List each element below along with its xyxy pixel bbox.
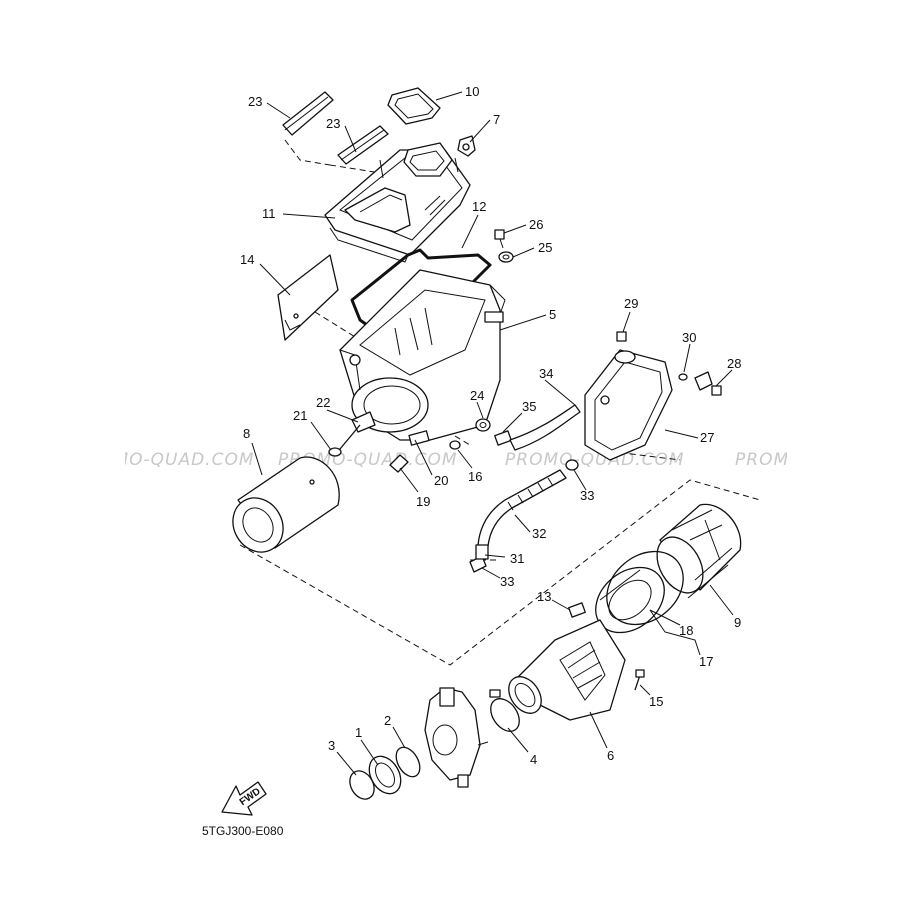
callout-28: 28 (727, 356, 741, 371)
foam-strip-part-23b (337, 125, 389, 165)
callout-34: 34 (539, 366, 553, 381)
callout-35: 35 (522, 399, 536, 414)
clamp-part-19 (389, 454, 409, 473)
callout-20: 20 (434, 473, 448, 488)
breather-cover-part-27 (584, 349, 673, 461)
callout-numbers: 23 23 10 7 11 12 26 25 14 5 29 30 28 34 … (240, 84, 741, 767)
watermark-text: PROMO-QUAD.COM (735, 450, 913, 470)
grommet-part-24 (475, 418, 491, 432)
bolt-part-29 (616, 331, 627, 342)
callout-13: 13 (537, 589, 551, 604)
callout-7: 7 (493, 112, 500, 127)
washer-part-30 (678, 373, 688, 381)
callout-10: 10 (465, 84, 479, 99)
seal-part-10 (387, 87, 441, 125)
callout-23: 23 (326, 116, 340, 131)
seal-part-16 (449, 440, 461, 450)
bolt-part-28 (694, 371, 722, 396)
callout-8: 8 (243, 426, 250, 441)
callout-15: 15 (649, 694, 663, 709)
corrugated-hose-part-32 (477, 469, 567, 547)
callout-16: 16 (468, 469, 482, 484)
watermark-band: PROMO-QUAD.COM PROMO-QUAD.COM PROMO-QUAD… (75, 450, 913, 470)
callout-3: 3 (328, 738, 335, 753)
watermark-text: PROMO-QUAD.COM (75, 450, 255, 470)
washer-part-25 (498, 251, 514, 263)
callout-19: 19 (416, 494, 430, 509)
watermark-text: PROMO-QUAD.COM (505, 450, 685, 470)
bolt-part-26 (494, 229, 505, 249)
fwd-arrow-icon: FWD (221, 781, 267, 816)
plate-part-14 (277, 254, 339, 341)
clamp-part-13 (568, 602, 586, 618)
airbox-cover-part-11 (324, 142, 471, 263)
intake-joint-part-6 (508, 619, 626, 721)
callout-33: 33 (580, 488, 594, 503)
bolt-part-15 (634, 669, 645, 691)
callout-25: 25 (538, 240, 552, 255)
clamp-part-4 (489, 689, 520, 732)
callout-4: 4 (530, 752, 537, 767)
gasket-part-17 (606, 550, 684, 626)
leader-lines (251, 91, 734, 776)
airbox-body-part-5 (339, 269, 506, 441)
callout-30: 30 (682, 330, 696, 345)
callout-31: 31 (510, 551, 524, 566)
fitting-part-31 (475, 544, 489, 560)
callout-33: 33 (500, 574, 514, 589)
diagram-code: 5TGJ300-E080 (202, 824, 284, 838)
fitting-part-20 (408, 430, 430, 446)
air-filter-part-8 (232, 456, 340, 553)
callout-17: 17 (699, 654, 713, 669)
bolt-part-22 (334, 411, 376, 456)
callout-5: 5 (549, 307, 556, 322)
callout-32: 32 (532, 526, 546, 541)
callout-12: 12 (472, 199, 486, 214)
callout-29: 29 (624, 296, 638, 311)
callout-21: 21 (293, 408, 307, 423)
clamp-part-33a (565, 459, 579, 471)
callout-26: 26 (529, 217, 543, 232)
carburetor (424, 687, 489, 788)
callout-11: 11 (262, 206, 276, 221)
foam-strip-part-23a (282, 91, 334, 136)
callout-2: 2 (384, 713, 391, 728)
clamp-part-3 (349, 770, 375, 800)
clamp-part-2 (395, 746, 421, 778)
callout-6: 6 (607, 748, 614, 763)
callout-27: 27 (700, 430, 714, 445)
callout-9: 9 (734, 615, 741, 630)
callout-1: 1 (355, 725, 362, 740)
callout-23: 23 (248, 94, 262, 109)
washer-part-21 (328, 447, 342, 457)
breather-hose-part-34 (509, 404, 581, 451)
fitting-part-35 (494, 430, 512, 446)
joint-part-1 (368, 755, 402, 795)
callout-14: 14 (240, 252, 254, 267)
callout-22: 22 (316, 395, 330, 410)
callout-18: 18 (679, 623, 693, 638)
callout-24: 24 (470, 388, 484, 403)
